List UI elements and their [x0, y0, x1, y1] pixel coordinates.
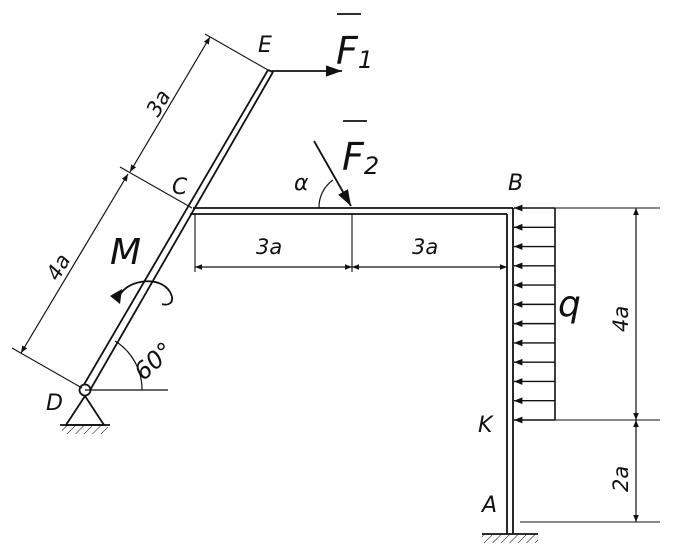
label-e: E — [258, 33, 272, 58]
bar-de — [81, 69, 274, 393]
dim-label-right-upper: 4a — [609, 306, 633, 332]
label-d: D — [46, 391, 63, 416]
dim-label-cb-left: 3a — [256, 235, 282, 259]
fixed-support-a — [482, 533, 538, 543]
label-k: K — [478, 413, 494, 438]
label-alpha: α — [294, 171, 309, 196]
dimension-de — [11, 33, 269, 389]
label-f2: F2 — [342, 135, 379, 180]
pin-support-d — [60, 383, 110, 434]
label-f1: F1 — [336, 29, 373, 74]
label-b: B — [508, 171, 523, 196]
bar-ba — [506, 208, 514, 534]
dim-label-de-upper: 3a — [142, 86, 176, 121]
force-f2 — [313, 120, 367, 209]
bar-cb — [190, 207, 513, 215]
dim-label-cb-right: 3a — [412, 235, 438, 259]
label-f2-sub: 2 — [364, 152, 379, 180]
label-c: C — [172, 175, 188, 200]
label-60: 60° — [129, 337, 179, 386]
dimension-cb — [194, 214, 507, 272]
dim-label-right-lower: 2a — [609, 466, 633, 492]
label-a: A — [480, 493, 497, 518]
label-f1-letter: F — [336, 29, 359, 73]
label-moment: M — [110, 232, 141, 273]
distributed-load-q — [514, 204, 556, 424]
label-f2-letter: F — [342, 135, 365, 179]
label-f1-sub: 1 — [358, 46, 373, 74]
label-q: q — [558, 284, 581, 325]
dimension-right — [520, 207, 660, 523]
force-f1 — [272, 13, 361, 77]
dim-label-de-lower: 4a — [42, 250, 76, 285]
